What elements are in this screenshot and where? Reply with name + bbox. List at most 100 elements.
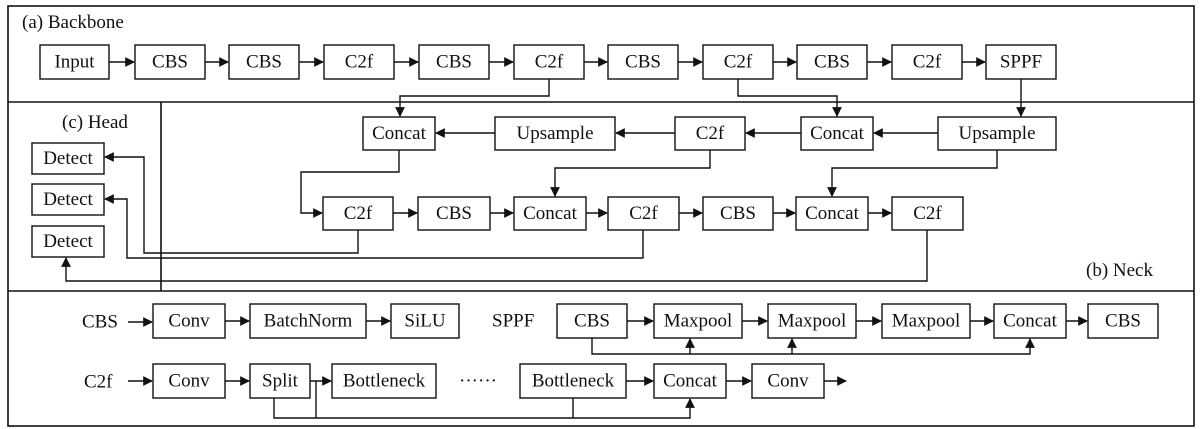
legend-block-cbs — [1087, 303, 1159, 339]
connector-c2f-to-concat — [395, 79, 550, 117]
neck-block-cbs — [702, 196, 774, 231]
backbone-block-label: C2f — [913, 52, 942, 73]
backbone-block-label: C2f — [724, 52, 753, 73]
neck-block-c2f — [322, 196, 394, 231]
head-column: Detect Detect Detect — [31, 142, 105, 258]
neck-block-upsample — [494, 116, 616, 151]
legend-c2f-label: C2f — [84, 372, 113, 393]
neck-block-label: Upsample — [516, 123, 593, 144]
backbone-block-sppf — [985, 44, 1057, 80]
legend-block-silu — [390, 303, 460, 339]
head-block-detect — [31, 183, 105, 216]
legend-block-concat — [653, 363, 727, 399]
neck-block-concat — [513, 196, 587, 231]
neck-block-label: Upsample — [958, 123, 1035, 144]
legend-block-batchnorm — [249, 303, 367, 339]
legend-ellipsis: ······ — [459, 371, 497, 392]
outer-frame — [7, 5, 1195, 427]
neck-block-label: C2f — [696, 123, 725, 144]
legend-block-cbs — [556, 303, 628, 339]
legend-block-label: Split — [262, 371, 299, 392]
neck-block-label: Concat — [523, 203, 578, 224]
backbone-row: Input CBS CBS C2f CBS C2f CBS C2f CBS C2… — [39, 44, 1057, 80]
backbone-block-cbs — [134, 44, 206, 80]
head-block-label: Detect — [43, 231, 93, 252]
legend-block-label: Concat — [1003, 311, 1058, 332]
backbone-block-label: Input — [54, 52, 95, 73]
legend-block-concat — [993, 303, 1067, 339]
neck-row-1: Concat Upsample C2f Concat Upsample — [362, 116, 1057, 151]
backbone-block-c2f — [323, 44, 395, 80]
legend-block-label: Concat — [663, 371, 718, 392]
backbone-neck-connectors — [395, 79, 1026, 117]
neck-block-label: CBS — [436, 203, 472, 224]
head-block-label: Detect — [43, 189, 93, 210]
section-label-backbone: (a) Backbone — [22, 12, 124, 33]
legend-block-maxpool — [881, 303, 971, 339]
neck-head-connectors — [61, 152, 928, 282]
backbone-block-cbs — [418, 44, 490, 80]
backbone-block-label: CBS — [625, 52, 661, 73]
neck-row-2: C2f CBS Concat C2f CBS Concat C2f — [322, 196, 964, 231]
backbone-block-label: CBS — [436, 52, 472, 73]
neck-block-label: C2f — [344, 203, 373, 224]
legend-block-maxpool — [653, 303, 743, 339]
connector-skip — [591, 338, 1035, 355]
legend-block-label: Maxpool — [892, 311, 961, 332]
neck-block-c2f — [891, 196, 964, 231]
connector-c2f-to-detect — [61, 230, 928, 282]
backbone-block-cbs — [607, 44, 679, 80]
legend-block-label: Conv — [767, 371, 809, 392]
legend-block-split — [249, 363, 311, 399]
backbone-block-cbs — [796, 44, 868, 80]
neck-block-concat — [362, 116, 436, 151]
head-block-detect — [31, 142, 105, 175]
neck-block-label: Concat — [810, 123, 865, 144]
legend-block-label: Maxpool — [778, 311, 847, 332]
legend-sppf: SPPF CBS Maxpool Maxpool Maxpool Concat … — [492, 303, 1159, 355]
connector-c2f-to-concat — [550, 150, 711, 197]
legend-block-label: CBS — [574, 311, 610, 332]
legend-block-conv — [751, 363, 825, 399]
neck-block-c2f — [674, 116, 746, 151]
legend-block-bottleneck — [331, 363, 437, 399]
connector-c2f-to-concat — [737, 79, 842, 117]
legend-block-label: SiLU — [404, 311, 445, 332]
neck-block-label: C2f — [629, 203, 658, 224]
connector-upsample-to-concat — [827, 150, 998, 197]
legend-cbs-label: CBS — [82, 312, 118, 333]
neck-inter-connectors — [300, 150, 998, 218]
section-label-neck: (b) Neck — [1086, 260, 1153, 281]
legend-cbs: CBS Conv BatchNorm SiLU — [82, 303, 460, 339]
neck-block-label: Concat — [372, 123, 427, 144]
backbone-block-label: CBS — [814, 52, 850, 73]
neck-block-concat — [795, 196, 869, 231]
legend-block-label: Maxpool — [664, 311, 733, 332]
section-label-head: (c) Head — [62, 112, 128, 133]
backbone-block-input — [39, 44, 110, 80]
legend-block-label: CBS — [1105, 311, 1141, 332]
legend-sppf-label: SPPF — [492, 311, 534, 332]
legend-block-label: Bottleneck — [343, 371, 426, 392]
connector-c2f-to-detect — [104, 194, 644, 259]
neck-block-cbs — [417, 196, 491, 231]
neck-block-label: C2f — [913, 203, 942, 224]
neck-block-label: Concat — [805, 203, 860, 224]
backbone-block-label: SPPF — [1000, 52, 1042, 73]
connector-concat-to-c2f — [300, 150, 400, 218]
legend-c2f: C2f Conv Split Bottleneck ······ Bottlen… — [84, 363, 847, 419]
legend-block-label: Conv — [168, 371, 210, 392]
connector-skip — [273, 398, 695, 419]
backbone-block-label: C2f — [345, 52, 374, 73]
backbone-block-label: C2f — [535, 52, 564, 73]
legend-block-label: Conv — [168, 311, 210, 332]
backbone-block-label: CBS — [246, 52, 282, 73]
head-block-detect — [31, 225, 105, 258]
backbone-block-label: CBS — [152, 52, 188, 73]
neck-block-label: CBS — [720, 203, 756, 224]
legend-block-label: BatchNorm — [264, 311, 353, 332]
connector-c2f-to-detect — [104, 152, 359, 254]
legend-block-label: Bottleneck — [532, 371, 615, 392]
head-block-label: Detect — [43, 148, 93, 169]
